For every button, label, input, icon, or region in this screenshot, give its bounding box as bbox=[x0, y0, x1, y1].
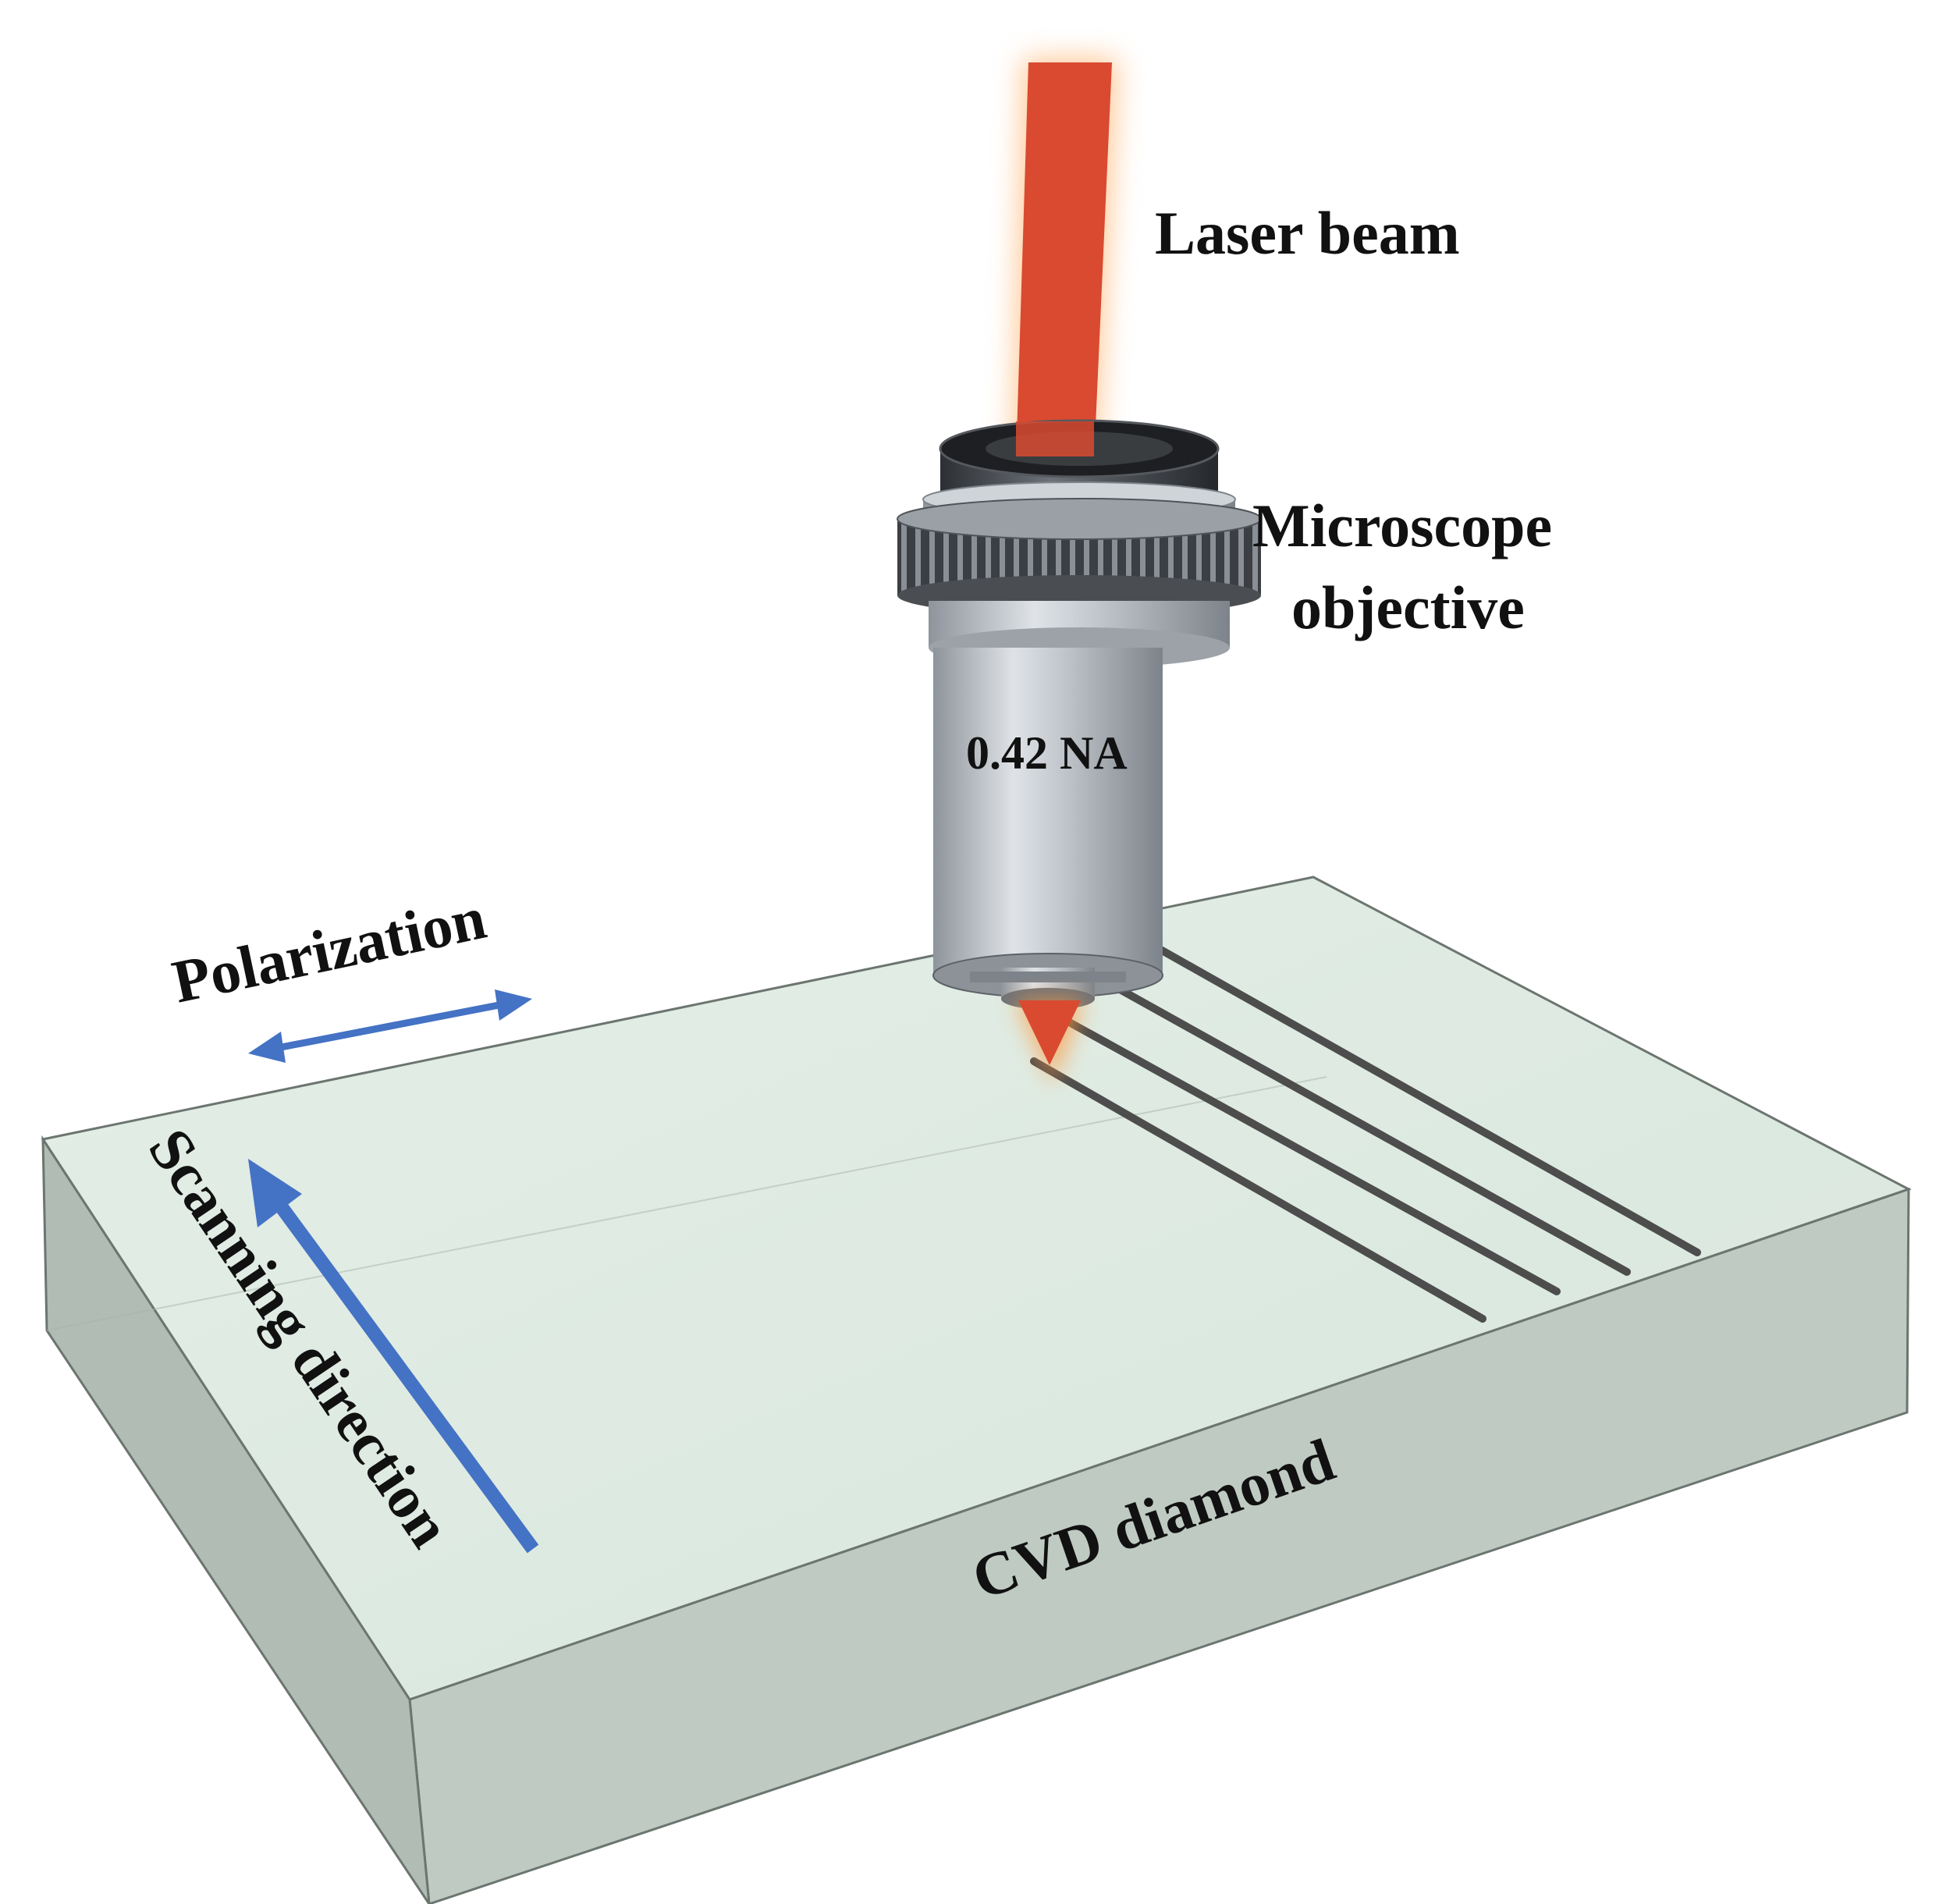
track-line bbox=[1030, 1057, 1486, 1323]
track-line bbox=[1147, 940, 1701, 1256]
laser-beam bbox=[1013, 59, 1117, 460]
track-line bbox=[1077, 964, 1631, 1276]
laser-beam-label: Laser beam bbox=[1155, 199, 1460, 267]
na-label: 0.42 NA bbox=[966, 727, 1128, 779]
polarization-label: Polarization bbox=[166, 883, 491, 1016]
diamond-left-face bbox=[41, 1135, 431, 1904]
microscope-label-line2: objective bbox=[1291, 574, 1525, 641]
laser-beam-body bbox=[1016, 62, 1112, 460]
written-tracks bbox=[1030, 940, 1701, 1323]
diamond-block bbox=[41, 876, 1912, 1904]
microscope-label-line1: Microscope bbox=[1252, 492, 1552, 559]
objective-barrel bbox=[933, 648, 1163, 975]
polarization-arrow bbox=[248, 989, 532, 1063]
focused-beam bbox=[1014, 999, 1085, 1085]
microscope-objective bbox=[897, 419, 1262, 1010]
scanning-direction-arrow bbox=[248, 1159, 539, 1554]
track-line bbox=[1030, 999, 1561, 1295]
focused-beam-cone bbox=[1018, 1000, 1081, 1065]
